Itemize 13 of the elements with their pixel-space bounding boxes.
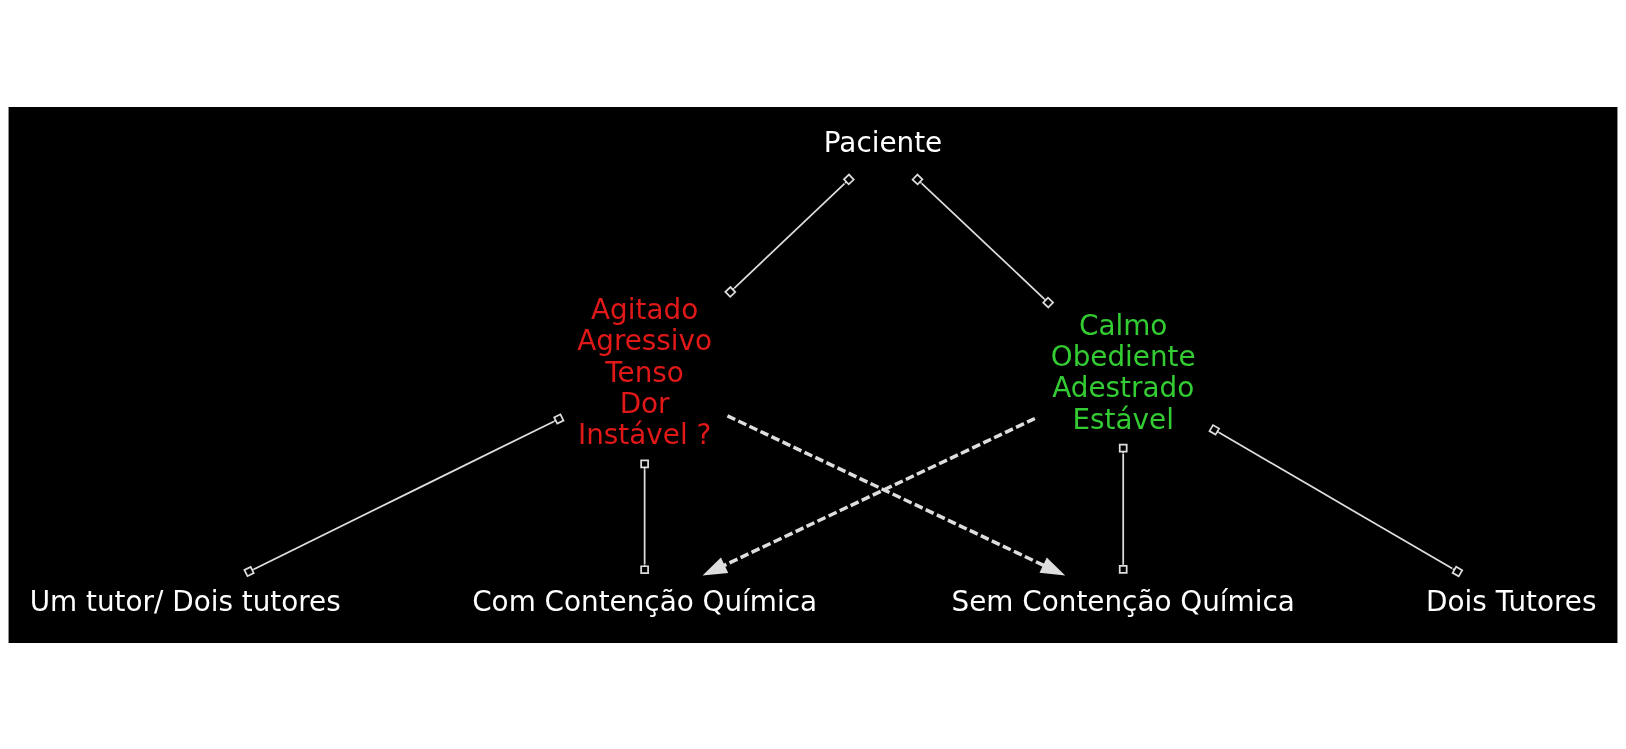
connector xyxy=(911,172,1055,309)
connector xyxy=(1208,423,1464,577)
node-text: Calmo Obediente Adestrado Estável xyxy=(1050,308,1196,436)
connector xyxy=(724,172,855,298)
node-text: Sem Contenção Química xyxy=(951,584,1295,618)
connector xyxy=(243,412,565,577)
arrow xyxy=(702,416,1036,576)
node-text: Um tutor/ Dois tutores xyxy=(29,584,341,618)
node-text: Dois Tutores xyxy=(1426,584,1597,618)
node-text: Com Contenção Química xyxy=(472,584,818,618)
node-text: Agitado Agressivo Tenso Dor Instável ? xyxy=(577,292,713,451)
arrow xyxy=(726,413,1066,576)
node-text: Paciente xyxy=(823,125,943,159)
